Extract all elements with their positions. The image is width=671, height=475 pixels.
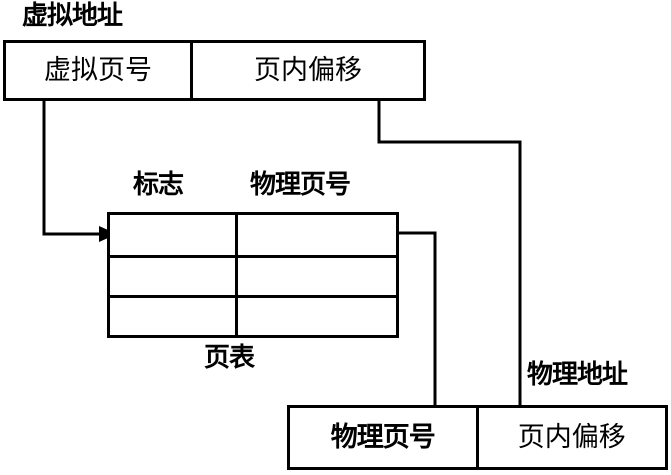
virtual-address-box: 虚拟页号 页内偏移	[3, 40, 426, 101]
offset-to-physical-line	[377, 100, 522, 406]
physical-address-title: 物理地址	[527, 360, 628, 389]
table-cell-flag	[110, 298, 235, 335]
physical-page-offset-cell: 页内偏移	[475, 408, 666, 467]
table-row	[110, 215, 396, 255]
table-cell-flag	[110, 258, 235, 295]
virtual-page-offset-cell: 页内偏移	[190, 43, 423, 98]
table-cell-frame	[235, 258, 396, 295]
page-table	[107, 212, 399, 338]
virtual-page-number-cell: 虚拟页号	[44, 55, 152, 85]
physical-page-number-cell: 物理页号	[330, 422, 436, 452]
table-row	[110, 295, 396, 335]
table-cell-frame	[235, 215, 396, 255]
page-table-header-flag: 标志	[133, 170, 184, 199]
page-table-header-frame: 物理页号	[250, 170, 351, 199]
page-table-caption: 页表	[204, 343, 255, 372]
vpn-to-pagetable-line	[42, 101, 100, 236]
table-row	[110, 255, 396, 295]
table-cell-frame	[235, 298, 396, 335]
pagetable-to-physical-line	[399, 231, 437, 406]
table-cell-flag	[110, 215, 235, 255]
virtual-address-title: 虚拟地址	[22, 1, 123, 30]
physical-address-box: 物理页号 页内偏移	[287, 405, 668, 470]
